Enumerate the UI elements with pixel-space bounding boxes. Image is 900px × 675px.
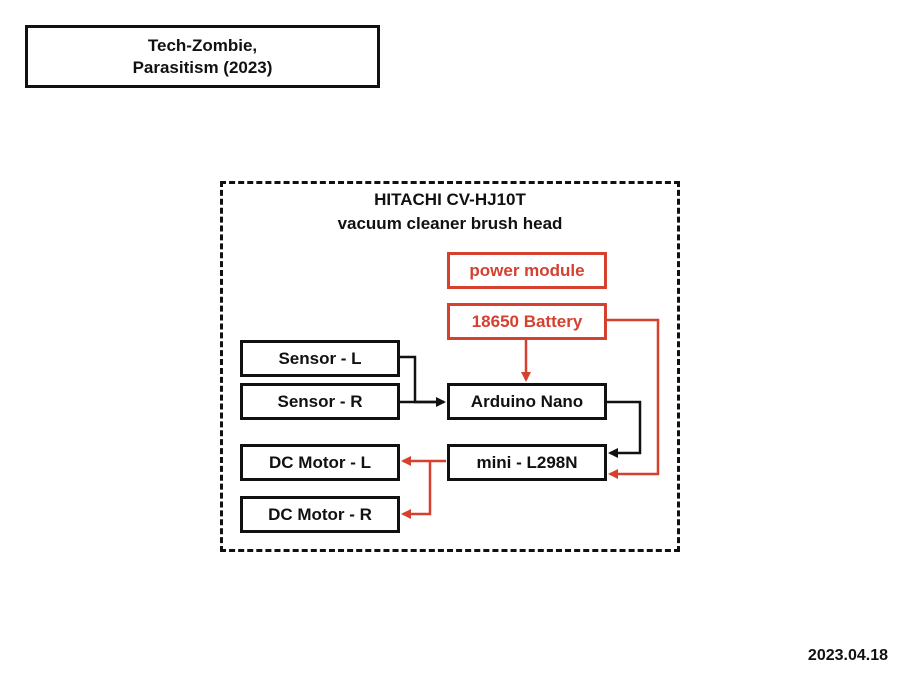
sensor-l-box: Sensor - L (240, 340, 400, 377)
battery-label: 18650 Battery (471, 311, 583, 331)
arduino-label: Arduino Nano (470, 391, 584, 411)
device-title-line-2: vacuum cleaner brush head (337, 214, 563, 233)
wire-driver-to-motor-r (401, 461, 432, 519)
device-title-line-1: HITACHI CV-HJ10T (374, 190, 526, 209)
motor-l-box: DC Motor - L (240, 444, 400, 481)
arduino-box: Arduino Nano (447, 383, 607, 420)
title-line-2: Parasitism (2023) (132, 57, 273, 77)
date-stamp: 2023.04.18 (807, 647, 888, 664)
driver-box: mini - L298N (447, 444, 607, 481)
power-module-box: power module (447, 252, 607, 289)
battery-box: 18650 Battery (447, 303, 607, 340)
driver-label: mini - L298N (476, 452, 578, 472)
wire-battery-to-driver (607, 318, 660, 479)
sensor-r-box: Sensor - R (240, 383, 400, 420)
motor-r-box: DC Motor - R (240, 496, 400, 533)
motor-r-label: DC Motor - R (268, 504, 372, 524)
device-frame (220, 181, 680, 552)
sensor-r-label: Sensor - R (277, 391, 363, 411)
power-module-label: power module (469, 260, 585, 280)
wire-sensor-l-to-arduino (400, 355, 446, 407)
title-box: Tech-Zombie, Parasitism (2023) (25, 25, 380, 88)
sensor-l-label: Sensor - L (278, 348, 362, 368)
wire-arduino-to-driver (607, 400, 642, 458)
title-line-1: Tech-Zombie, (147, 35, 258, 55)
motor-l-label: DC Motor - L (269, 452, 371, 472)
device-title: HITACHI CV-HJ10T vacuum cleaner brush he… (220, 188, 680, 236)
